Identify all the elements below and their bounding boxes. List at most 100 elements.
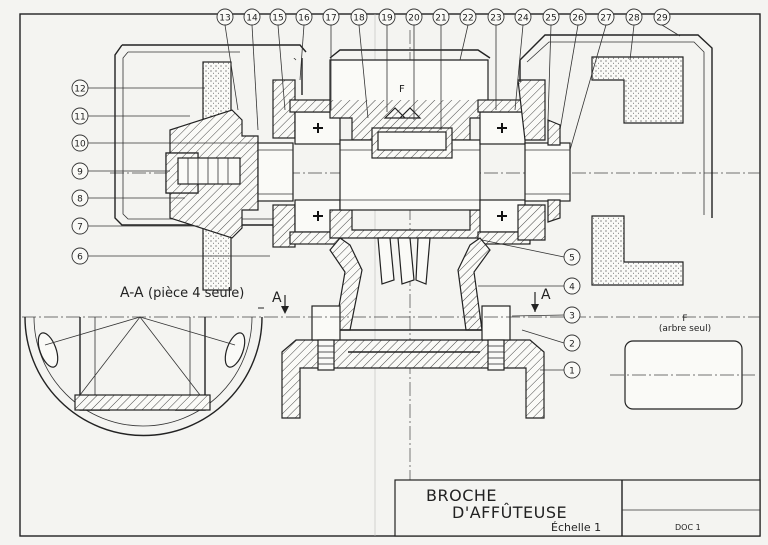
- leader-line-24: [514, 24, 524, 111]
- callout-circle-4: [563, 277, 581, 295]
- callout-number-24: 24: [517, 14, 529, 24]
- callout-number-15: 15: [272, 14, 283, 24]
- callout-13: 13: [216, 8, 234, 26]
- callout-circle-18: [350, 8, 368, 26]
- callout-16: 16: [295, 8, 313, 26]
- leader-line-25: [547, 24, 552, 121]
- callout-number-26: 26: [572, 14, 584, 24]
- callout-circle-27: [597, 8, 615, 26]
- callout-number-23: 23: [490, 14, 501, 24]
- callout-circle-11: [71, 107, 89, 125]
- leader-line-26: [559, 24, 579, 131]
- leader-line-2: [521, 329, 565, 344]
- callout-19: 19: [378, 8, 396, 26]
- title-line-1: BROCHE: [426, 486, 497, 505]
- base: [281, 339, 545, 419]
- right-guard: [519, 34, 713, 218]
- callout-number-27: 27: [600, 14, 611, 24]
- callout-circle-28: [625, 8, 643, 26]
- central-housing: [329, 49, 491, 239]
- callout-circle-16: [295, 8, 313, 26]
- callout-23: 23: [487, 8, 505, 26]
- title-block: [394, 479, 761, 537]
- callout-number-9: 9: [77, 168, 83, 178]
- callout-number-28: 28: [628, 14, 640, 24]
- callout-25: 25: [542, 8, 560, 26]
- shaft-inset-view: [610, 340, 755, 410]
- callout-number-14: 14: [246, 14, 258, 24]
- callout-circle-2: [563, 334, 581, 352]
- callout-circle-26: [569, 8, 587, 26]
- leader-lines: [88, 24, 681, 371]
- callout-circle-5: [563, 248, 581, 266]
- callout-number-10: 10: [74, 140, 86, 150]
- callout-circle-24: [514, 8, 532, 26]
- callout-circle-21: [432, 8, 450, 26]
- callout-4: 4: [563, 277, 581, 295]
- fixing-screws: [311, 305, 511, 371]
- leader-line-29: [661, 24, 681, 37]
- right-grinding-wheel: [591, 56, 684, 286]
- callout-9: 9: [71, 162, 89, 180]
- callout-29: 29: [653, 8, 671, 26]
- cut-marker-right: A: [541, 287, 551, 303]
- callout-circle-29: [653, 8, 671, 26]
- callout-circle-19: [378, 8, 396, 26]
- scale-label: Échelle 1: [551, 521, 602, 534]
- callout-27: 27: [597, 8, 615, 26]
- callout-1: 1: [563, 361, 581, 379]
- callout-20: 20: [405, 8, 423, 26]
- callout-24: 24: [514, 8, 532, 26]
- callout-circle-15: [269, 8, 287, 26]
- callout-number-8: 8: [77, 195, 83, 205]
- callout-3: 3: [563, 306, 581, 324]
- leader-line-5: [481, 239, 565, 258]
- drive-pulleys: [377, 237, 431, 285]
- leader-line-15: [277, 24, 286, 111]
- leader-line-13: [224, 24, 239, 111]
- callout-circle-8: [71, 189, 89, 207]
- callout-14: 14: [243, 8, 261, 26]
- force-label: F: [399, 84, 405, 95]
- callout-circle-1: [563, 361, 581, 379]
- callout-circle-23: [487, 8, 505, 26]
- title-line-2: D'AFFÛTEUSE: [452, 503, 568, 522]
- leader-line-3: [511, 314, 565, 317]
- section-label: A-A (pièce 4 seule): [120, 285, 244, 301]
- doc-label: DOC 1: [675, 523, 701, 532]
- callout-number-16: 16: [298, 14, 310, 24]
- leader-line-22: [459, 24, 469, 61]
- cutting-plane: [22, 292, 760, 318]
- callout-2: 2: [563, 334, 581, 352]
- callout-number-6: 6: [77, 253, 83, 263]
- callout-10: 10: [71, 134, 89, 152]
- callout-number-19: 19: [381, 14, 393, 24]
- callout-number-11: 11: [74, 113, 85, 123]
- callout-circle-10: [71, 134, 89, 152]
- callout-number-20: 20: [408, 14, 420, 24]
- callout-circle-9: [71, 162, 89, 180]
- callout-number-7: 7: [77, 223, 83, 233]
- callout-11: 11: [71, 107, 89, 125]
- callout-12: 12: [71, 79, 89, 97]
- section-a-a-view: [24, 316, 263, 437]
- callout-number-2: 2: [569, 340, 575, 350]
- callout-15: 15: [269, 8, 287, 26]
- cut-marker-left: A: [272, 290, 282, 306]
- callout-circle-14: [243, 8, 261, 26]
- support-column: [329, 237, 491, 331]
- section-note: (pièce 4 seule): [148, 286, 245, 301]
- callout-8: 8: [71, 189, 89, 207]
- callout-circle-3: [563, 306, 581, 324]
- inset-label-text: (arbre seul): [658, 324, 712, 334]
- callout-21: 21: [432, 8, 450, 26]
- callout-number-1: 1: [569, 367, 575, 377]
- callout-circle-7: [71, 217, 89, 235]
- callout-circle-20: [405, 8, 423, 26]
- callout-number-25: 25: [545, 14, 556, 24]
- callout-22: 22: [459, 8, 477, 26]
- leader-line-16: [299, 24, 305, 81]
- leader-line-28: [629, 24, 635, 61]
